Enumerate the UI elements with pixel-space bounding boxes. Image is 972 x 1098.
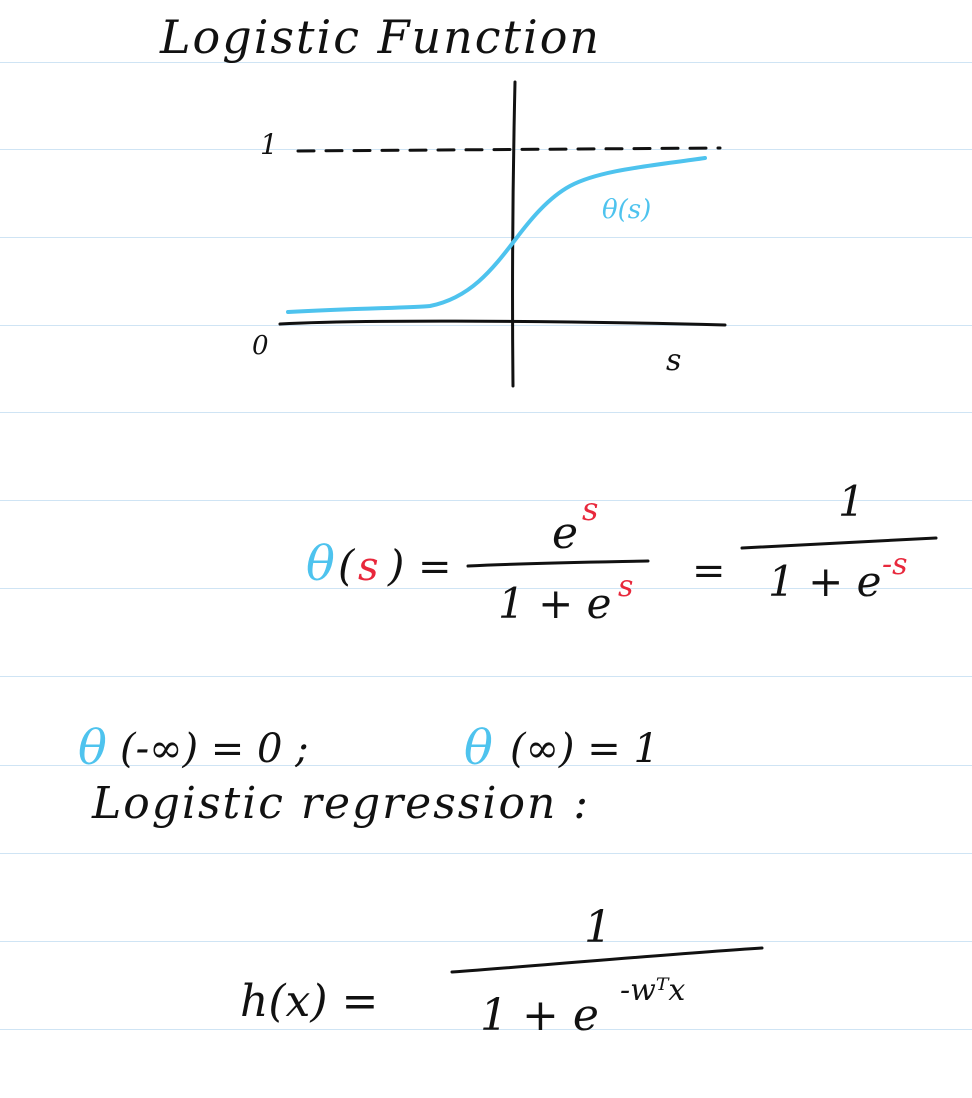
sigmoid-definition: θ ( s ) = e s 1 + e s = 1 1 + e -s: [306, 477, 938, 628]
limit-positive-infinity: (∞) = 1: [510, 726, 659, 772]
asymptote-line: [296, 146, 722, 153]
ruled-line: [0, 1029, 972, 1030]
denominator-base: 1 + e: [498, 579, 611, 628]
x-axis-label: s: [666, 343, 681, 378]
fraction-bar: [450, 946, 764, 974]
ruled-line: [0, 149, 972, 150]
hypothesis-formula: h(x) = 1 1 + e -wᵀx: [240, 902, 764, 1041]
ruled-line: [0, 941, 972, 942]
paren-open: (: [338, 541, 356, 590]
theta-symbol: θ: [464, 720, 493, 776]
ruled-line: [0, 325, 972, 326]
ruled-line: [0, 853, 972, 854]
numerator-e: e: [552, 508, 578, 559]
ruled-line: [0, 588, 972, 589]
y-origin-label: 0: [252, 331, 269, 361]
curve-label: θ(s): [602, 195, 651, 225]
denominator-exponent: -s: [882, 547, 908, 582]
ruled-line: [0, 237, 972, 238]
numerator-exponent: s: [582, 490, 598, 528]
ruled-line: [0, 412, 972, 413]
limit-values: θ (-∞) = 0 ; θ (∞) = 1: [78, 720, 659, 776]
theta-symbol: θ: [78, 720, 107, 776]
fraction-bar: [466, 559, 650, 568]
denominator-exponent: s: [618, 569, 633, 604]
logistic-curve: [286, 156, 707, 314]
y-top-label: 1: [260, 128, 278, 161]
ruled-line: [0, 62, 972, 63]
hypothesis-lhs: h(x) =: [240, 976, 378, 1027]
paren-close: ): [387, 541, 404, 590]
y-axis: [511, 80, 517, 388]
numerator-one: 1: [838, 477, 865, 526]
fraction-bar: [740, 536, 938, 550]
equals-sign: =: [418, 544, 452, 590]
equals-sign: =: [692, 548, 726, 594]
denominator-base: 1 + e: [480, 990, 599, 1041]
sigmoid-sketch: 1 0 s θ(s): [252, 80, 727, 388]
x-axis: [278, 319, 727, 327]
numerator-one: 1: [584, 902, 612, 953]
denominator-base: 1 + e: [768, 557, 881, 606]
theta-symbol: θ: [306, 536, 335, 592]
limit-negative-infinity: (-∞) = 0 ;: [120, 726, 309, 772]
ruled-line: [0, 765, 972, 766]
s-variable: s: [358, 544, 379, 590]
section-heading: Logistic regression :: [92, 778, 591, 829]
denominator-exponent: -wᵀx: [620, 973, 685, 1008]
page-title: Logistic Function: [160, 10, 602, 64]
ruled-line: [0, 676, 972, 677]
ruled-line: [0, 500, 972, 501]
